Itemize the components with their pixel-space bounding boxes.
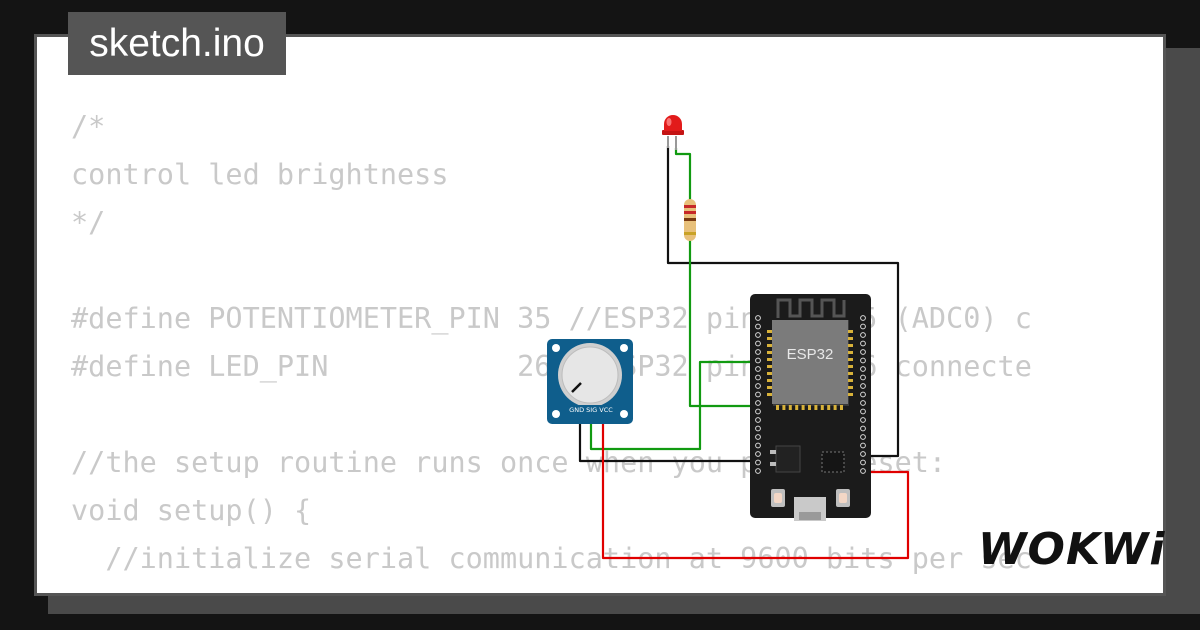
- header-pin: [860, 442, 866, 449]
- header-pin: [755, 374, 761, 381]
- preview-card: /*control led brightness*/#define POTENT…: [34, 34, 1166, 596]
- potentiometer-knob-indicator: [571, 382, 582, 393]
- chip-pad: [767, 351, 772, 354]
- header-pin: [860, 391, 866, 398]
- chip-pad: [848, 365, 853, 368]
- voltage-regulator: [775, 445, 801, 473]
- header-pin: [755, 383, 761, 389]
- wire-pot-ground[interactable]: [578, 413, 758, 463]
- header-pin: [755, 400, 761, 406]
- header-pin: [860, 357, 866, 364]
- code-line: //initialize serial communication at 960…: [71, 542, 1032, 575]
- header-pin: [860, 349, 866, 355]
- wokwi-logo-text: WOKWi: [978, 524, 1166, 575]
- header-pin: [755, 425, 761, 432]
- header-pin: [755, 340, 761, 347]
- wire-pot-vcc[interactable]: [601, 413, 910, 560]
- header-pin: [860, 366, 866, 372]
- header-pin: [860, 374, 866, 381]
- header-pin: [755, 349, 761, 355]
- wire-led-ground[interactable]: [666, 146, 900, 458]
- chip-pad: [767, 372, 772, 375]
- chip-pad: [814, 405, 818, 410]
- header-pin: [860, 451, 866, 457]
- chip-pad: [833, 405, 837, 410]
- header-pin: [755, 357, 761, 364]
- chip-pad: [767, 330, 772, 333]
- chip-pad: [827, 405, 831, 410]
- wires: [578, 146, 910, 560]
- esp32-label: ESP32: [787, 346, 834, 363]
- chip-pad: [848, 379, 853, 382]
- chip-pad: [767, 344, 772, 347]
- file-title-tab: sketch.ino: [68, 12, 286, 75]
- potentiometer-pin-labels: GND SIG VCC: [569, 406, 613, 414]
- chip-pad: [848, 393, 853, 396]
- chip-pad: [788, 405, 792, 410]
- code-line: void setup() {: [71, 494, 312, 527]
- header-pin: [755, 323, 761, 330]
- resistor[interactable]: [684, 199, 696, 241]
- header-pin: [860, 400, 866, 406]
- chip-pad: [801, 405, 805, 410]
- chip-pad: [767, 337, 772, 340]
- chip-pad: [820, 405, 824, 410]
- code-line: /*: [71, 110, 106, 143]
- header-pin: [860, 468, 866, 474]
- wokwi-logo: WOKWi: [978, 522, 1166, 578]
- pin-header-left: [755, 315, 761, 474]
- header-pin: [860, 459, 866, 466]
- chip-pad: [848, 358, 853, 361]
- header-pin: [755, 315, 761, 321]
- header-pin: [860, 332, 866, 338]
- header-pin: [755, 417, 761, 423]
- header-pin: [755, 468, 761, 474]
- led[interactable]: [662, 115, 684, 150]
- wire-led-signal[interactable]: [674, 148, 758, 408]
- header-pin: [860, 408, 866, 415]
- header-pin: [860, 340, 866, 347]
- header-pin: [755, 391, 761, 398]
- chip-pad: [767, 393, 772, 396]
- header-pin: [860, 323, 866, 330]
- header-pin: [755, 408, 761, 415]
- antenna-trace-icon: [776, 298, 846, 318]
- chip-pad: [767, 358, 772, 361]
- header-pin: [755, 451, 761, 457]
- pin-header-right: [860, 315, 866, 474]
- header-pin: [755, 442, 761, 449]
- code-line: control led brightness: [71, 158, 449, 191]
- header-pin: [860, 434, 866, 440]
- chip-pad: [767, 386, 772, 389]
- chip-pad: [767, 365, 772, 368]
- wire-pot-signal[interactable]: [589, 360, 758, 451]
- header-pin: [860, 315, 866, 321]
- chip-pad: [848, 386, 853, 389]
- usb-chip: [821, 451, 845, 473]
- code-line: */: [71, 206, 106, 239]
- chip-pad: [782, 405, 786, 410]
- chip-pad: [808, 405, 811, 410]
- chip-pad: [848, 344, 853, 347]
- header-pin: [860, 417, 866, 423]
- chip-pad: [776, 405, 779, 410]
- code-line: Serial.begin(9600);: [71, 583, 1032, 593]
- header-pin: [755, 366, 761, 372]
- chip-pad: [848, 330, 853, 333]
- chip-pad: [848, 351, 853, 354]
- header-pin: [755, 459, 761, 466]
- chip-pad: [795, 405, 799, 410]
- chip-pad: [840, 405, 843, 410]
- esp32-board[interactable]: ESP32: [750, 294, 871, 521]
- chip-pad: [767, 379, 772, 382]
- chip-pad: [848, 337, 853, 340]
- header-pin: [755, 434, 761, 440]
- chip-pad: [848, 372, 853, 375]
- header-pin: [755, 332, 761, 338]
- header-pin: [860, 383, 866, 389]
- chip-pads: [767, 330, 853, 410]
- header-pin: [860, 425, 866, 432]
- potentiometer[interactable]: GND SIG VCC: [547, 339, 633, 424]
